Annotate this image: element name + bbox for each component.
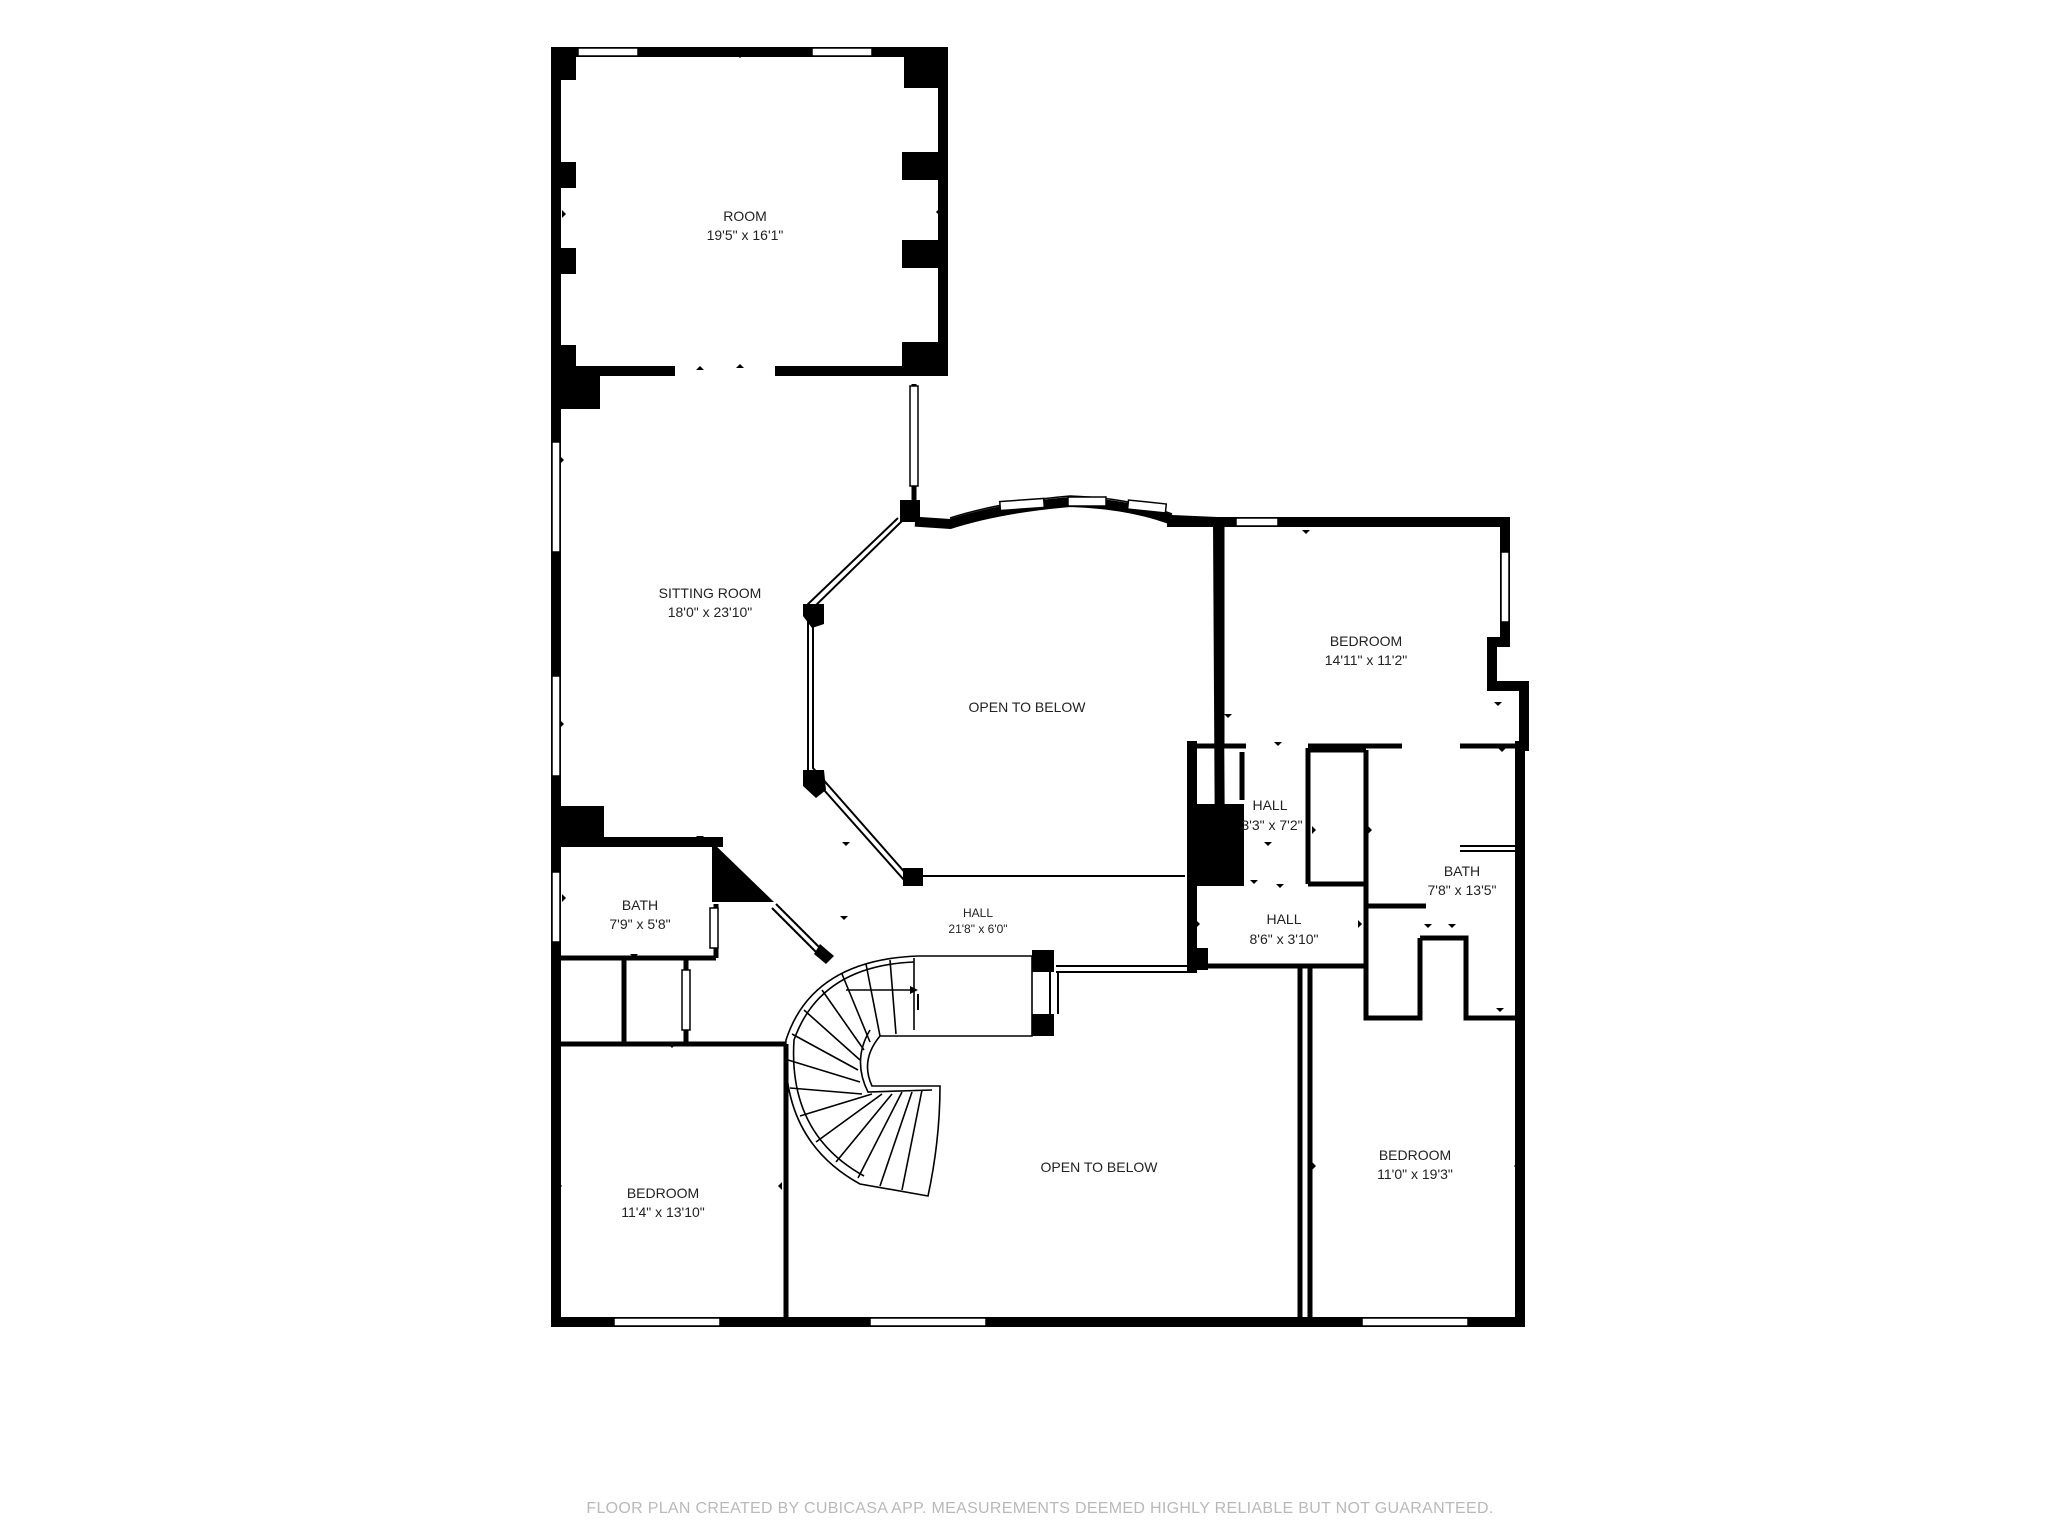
bath-west-name: BATH xyxy=(622,897,658,913)
bedroom-sw-label: BEDROOM 11'4" x 13'10" xyxy=(621,1185,705,1220)
sitting-room-label: SITTING ROOM 18'0" x 23'10" xyxy=(659,585,762,620)
bedroom-sw-name: BEDROOM xyxy=(627,1185,699,1201)
spiral-stair xyxy=(784,955,1033,1197)
bedroom-ne-label: BEDROOM 14'11" x 11'2" xyxy=(1325,633,1408,668)
bedroom-se-dims: 11'0" x 19'3" xyxy=(1377,1166,1453,1182)
bath-east-dims: 7'8" x 13'5" xyxy=(1428,882,1497,898)
room-room-name: ROOM xyxy=(723,208,767,224)
bedroom-sw-walls xyxy=(551,953,791,1327)
hall-east-name: HALL xyxy=(1266,911,1301,927)
sitting-room-name: SITTING ROOM xyxy=(659,585,762,601)
open-to-below-upper-label: OPEN TO BELOW xyxy=(969,699,1087,715)
sitting-room-dims: 18'0" x 23'10" xyxy=(668,604,753,620)
bath-east-label: BATH 7'8" x 13'5" xyxy=(1428,863,1497,898)
bath-east-name: BATH xyxy=(1444,863,1480,879)
bath-west-walls xyxy=(551,837,774,961)
bath-west-label: BATH 7'9" x 5'8" xyxy=(609,897,670,932)
sitting-room-walls xyxy=(551,366,919,963)
hall-bath-east-walls xyxy=(1187,741,1525,1327)
open-to-below-lower-name: OPEN TO BELOW xyxy=(1041,1159,1159,1175)
bedroom-sw-dims: 11'4" x 13'10" xyxy=(621,1204,705,1220)
hall-main-name: HALL xyxy=(963,906,993,920)
room-room-label: ROOM 19'5" x 16'1" xyxy=(707,208,784,243)
room-walls xyxy=(551,47,948,376)
hall-small-label: HALL 3'3" x 7'2" xyxy=(1241,797,1302,833)
opening-markers xyxy=(558,54,1518,1190)
hall-east-label: HALL 8'6" x 3'10" xyxy=(1250,911,1319,947)
open-to-below-lower-label: OPEN TO BELOW xyxy=(1041,1159,1159,1175)
hall-main-dims: 21'8" x 6'0" xyxy=(948,922,1007,936)
bedroom-ne-walls xyxy=(1167,517,1529,751)
disclaimer-footer: FLOOR PLAN CREATED BY CUBICASA APP. MEAS… xyxy=(586,1500,1493,1517)
lower-walls xyxy=(781,968,1525,1327)
hall-east-dims: 8'6" x 3'10" xyxy=(1250,931,1319,947)
bedroom-ne-name: BEDROOM xyxy=(1330,633,1402,649)
hall-small-name: HALL xyxy=(1252,797,1287,813)
room-room-dims: 19'5" x 16'1" xyxy=(707,227,784,243)
hall-small-dims: 3'3" x 7'2" xyxy=(1241,817,1302,833)
open-to-below-upper-walls xyxy=(803,495,1226,886)
bedroom-se-label: BEDROOM 11'0" x 19'3" xyxy=(1377,1147,1453,1182)
hall-main-label: HALL 21'8" x 6'0" xyxy=(948,906,1007,936)
open-to-below-upper-name: OPEN TO BELOW xyxy=(969,699,1087,715)
bedroom-se-name: BEDROOM xyxy=(1379,1147,1451,1163)
bedroom-ne-dims: 14'11" x 11'2" xyxy=(1325,652,1408,668)
bath-west-dims: 7'9" x 5'8" xyxy=(609,916,670,932)
